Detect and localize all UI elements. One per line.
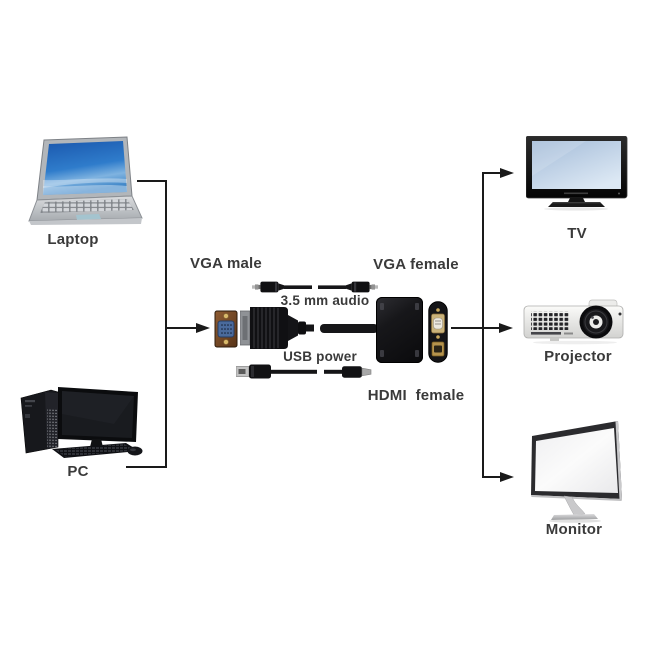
laptop-label: Laptop (47, 231, 99, 248)
projector-illustration (523, 299, 624, 345)
vga-cable (320, 323, 378, 333)
output-arrow-line (451, 327, 501, 329)
pc-illustration (20, 387, 143, 458)
monitor-stand (551, 514, 598, 520)
vga-male-label: VGA male (190, 255, 262, 272)
monitor-label: Monitor (545, 521, 603, 538)
tv-arrow-line (482, 172, 502, 174)
laptop-illustration (28, 136, 143, 225)
usb-power-label: USB power (283, 349, 357, 364)
usb-cable-illustration (236, 364, 372, 379)
monitor-illustration (531, 421, 622, 523)
tv-screen (532, 141, 621, 189)
pc-label: PC (67, 463, 89, 480)
monitor-arrow-line (482, 476, 502, 478)
adapter-box (376, 297, 423, 363)
laptop-screen (43, 141, 127, 195)
laptop-connector-line (137, 180, 167, 182)
vga-cable-connector (240, 307, 314, 349)
projector-vents (531, 311, 569, 330)
input-arrow-line (165, 327, 198, 329)
audio-label: 3.5 mm audio (280, 293, 370, 308)
left-junction-line (165, 180, 167, 468)
monitor-arrowhead-icon (500, 472, 514, 482)
monitor-screen (535, 428, 618, 493)
tv-label: TV (567, 225, 587, 242)
audio-cable-illustration (252, 281, 378, 293)
tv-illustration (526, 136, 628, 211)
right-junction-line (482, 172, 484, 478)
vga-male-plug (214, 310, 238, 348)
pc-connector-line (126, 466, 167, 468)
vga-female-label: VGA female (373, 256, 459, 273)
hdmi-female-label: HDMI female (367, 387, 465, 404)
projector-arrowhead-icon (499, 323, 513, 333)
pc-mouse (127, 446, 143, 456)
input-arrowhead-icon (196, 323, 210, 333)
tv-arrowhead-icon (500, 168, 514, 178)
laptop-keyboard (40, 199, 134, 213)
projector-label: Projector (544, 348, 612, 365)
adapter-ports-front (428, 301, 448, 363)
